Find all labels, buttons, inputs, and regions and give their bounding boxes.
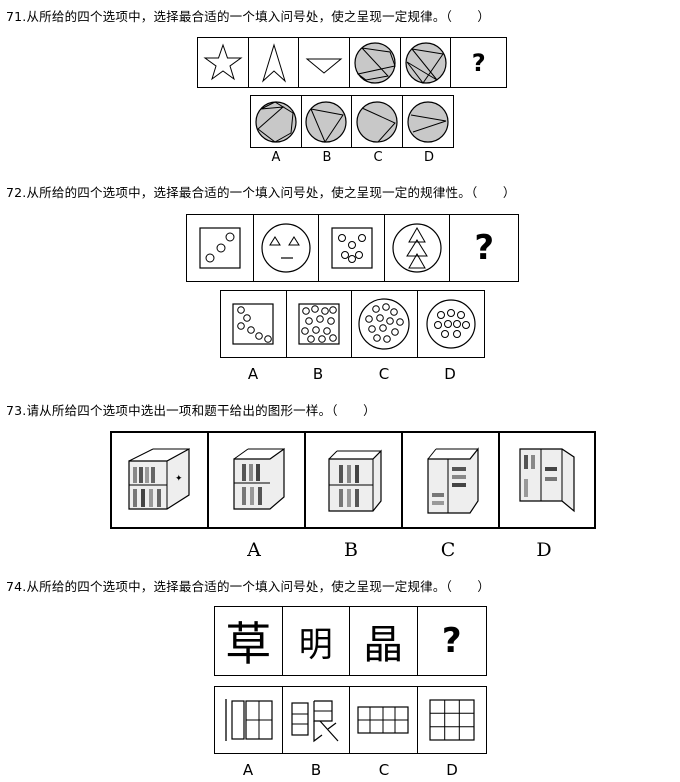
q72-option-c[interactable] bbox=[352, 291, 418, 357]
svg-text:✦: ✦ bbox=[175, 474, 183, 484]
q72-label-a: A bbox=[247, 365, 259, 383]
q72-stem-row: ? bbox=[186, 214, 519, 282]
q71-stem-triangle bbox=[299, 38, 351, 87]
q74-option-a[interactable] bbox=[215, 687, 283, 753]
q71-stem-star bbox=[198, 38, 249, 87]
q72-stem-circle-face bbox=[254, 215, 320, 281]
q73-label-c: C bbox=[440, 539, 456, 561]
q72-stem-circle-triangles bbox=[385, 215, 451, 281]
q72-label-b: B bbox=[312, 365, 324, 383]
q73-stem-bookcase: ✦ bbox=[112, 433, 209, 527]
q72-stem-square-dice bbox=[187, 215, 254, 281]
q74-label-b: B bbox=[310, 761, 322, 779]
q71-stem-circle-1 bbox=[350, 38, 401, 87]
q74-option-c[interactable] bbox=[350, 687, 418, 753]
q74-label-a: A bbox=[242, 761, 254, 779]
q74-label-c: C bbox=[378, 761, 390, 779]
q73-label-b: B bbox=[344, 539, 358, 561]
q74-stem-char-2: 明 bbox=[283, 607, 350, 675]
q74-option-d[interactable] bbox=[418, 687, 486, 753]
q73-figure-row: ✦ bbox=[110, 431, 596, 529]
question-72-text: 72.从所给的四个选项中，选择最合适的一个填入问号处，使之呈现一定的规律性。（ … bbox=[6, 185, 516, 200]
q72-option-d[interactable] bbox=[418, 291, 484, 357]
q71-label-d: D bbox=[423, 150, 434, 165]
question-73-text: 73.请从所给四个选项中选出一项和题干给出的图形一样。（ ） bbox=[6, 403, 376, 418]
q71-label-a: A bbox=[271, 150, 281, 165]
q72-question-cell: ? bbox=[450, 215, 518, 281]
q71-option-c[interactable] bbox=[352, 96, 403, 147]
q73-label-a: A bbox=[247, 539, 261, 561]
question-74-text: 74.从所给的四个选项中，选择最合适的一个填入问号处，使之呈现一定规律。（ ） bbox=[6, 579, 491, 594]
q73-option-b[interactable] bbox=[306, 433, 403, 527]
q71-stem-row: ? bbox=[197, 37, 507, 88]
question-71-text: 71.从所给的四个选项中，选择最合适的一个填入问号处，使之呈现一定规律。（ ） bbox=[6, 9, 491, 24]
question-mark: ? bbox=[474, 228, 495, 268]
q71-option-d[interactable] bbox=[403, 96, 454, 147]
q72-stem-square-dots bbox=[319, 215, 385, 281]
question-mark: ? bbox=[441, 621, 462, 661]
q72-label-d: D bbox=[444, 365, 456, 383]
q71-question-cell: ? bbox=[451, 38, 506, 87]
q72-option-a[interactable] bbox=[221, 291, 287, 357]
q71-stem-arrowhead bbox=[249, 38, 300, 87]
q73-option-d[interactable] bbox=[500, 433, 594, 527]
q71-label-b: B bbox=[322, 150, 332, 165]
q72-options-row bbox=[220, 290, 485, 358]
q73-option-a[interactable] bbox=[209, 433, 306, 527]
q72-option-b[interactable] bbox=[287, 291, 352, 357]
q71-stem-circle-2 bbox=[401, 38, 452, 87]
q73-option-c[interactable] bbox=[403, 433, 500, 527]
q73-label-d: D bbox=[536, 539, 552, 561]
q71-option-a[interactable] bbox=[251, 96, 302, 147]
q71-options-row bbox=[250, 95, 454, 148]
question-mark: ? bbox=[471, 48, 486, 77]
q71-label-c: C bbox=[373, 150, 383, 165]
q74-stem-char-3: 晶 bbox=[350, 607, 418, 675]
q74-stem-row: 草 明 晶 ? bbox=[214, 606, 487, 676]
q74-options-row bbox=[214, 686, 487, 754]
q74-label-d: D bbox=[446, 761, 458, 779]
q74-option-b[interactable] bbox=[283, 687, 350, 753]
q74-question-cell: ? bbox=[418, 607, 486, 675]
q72-label-c: C bbox=[378, 365, 390, 383]
q74-stem-char-1: 草 bbox=[215, 607, 283, 675]
q71-option-b[interactable] bbox=[302, 96, 352, 147]
